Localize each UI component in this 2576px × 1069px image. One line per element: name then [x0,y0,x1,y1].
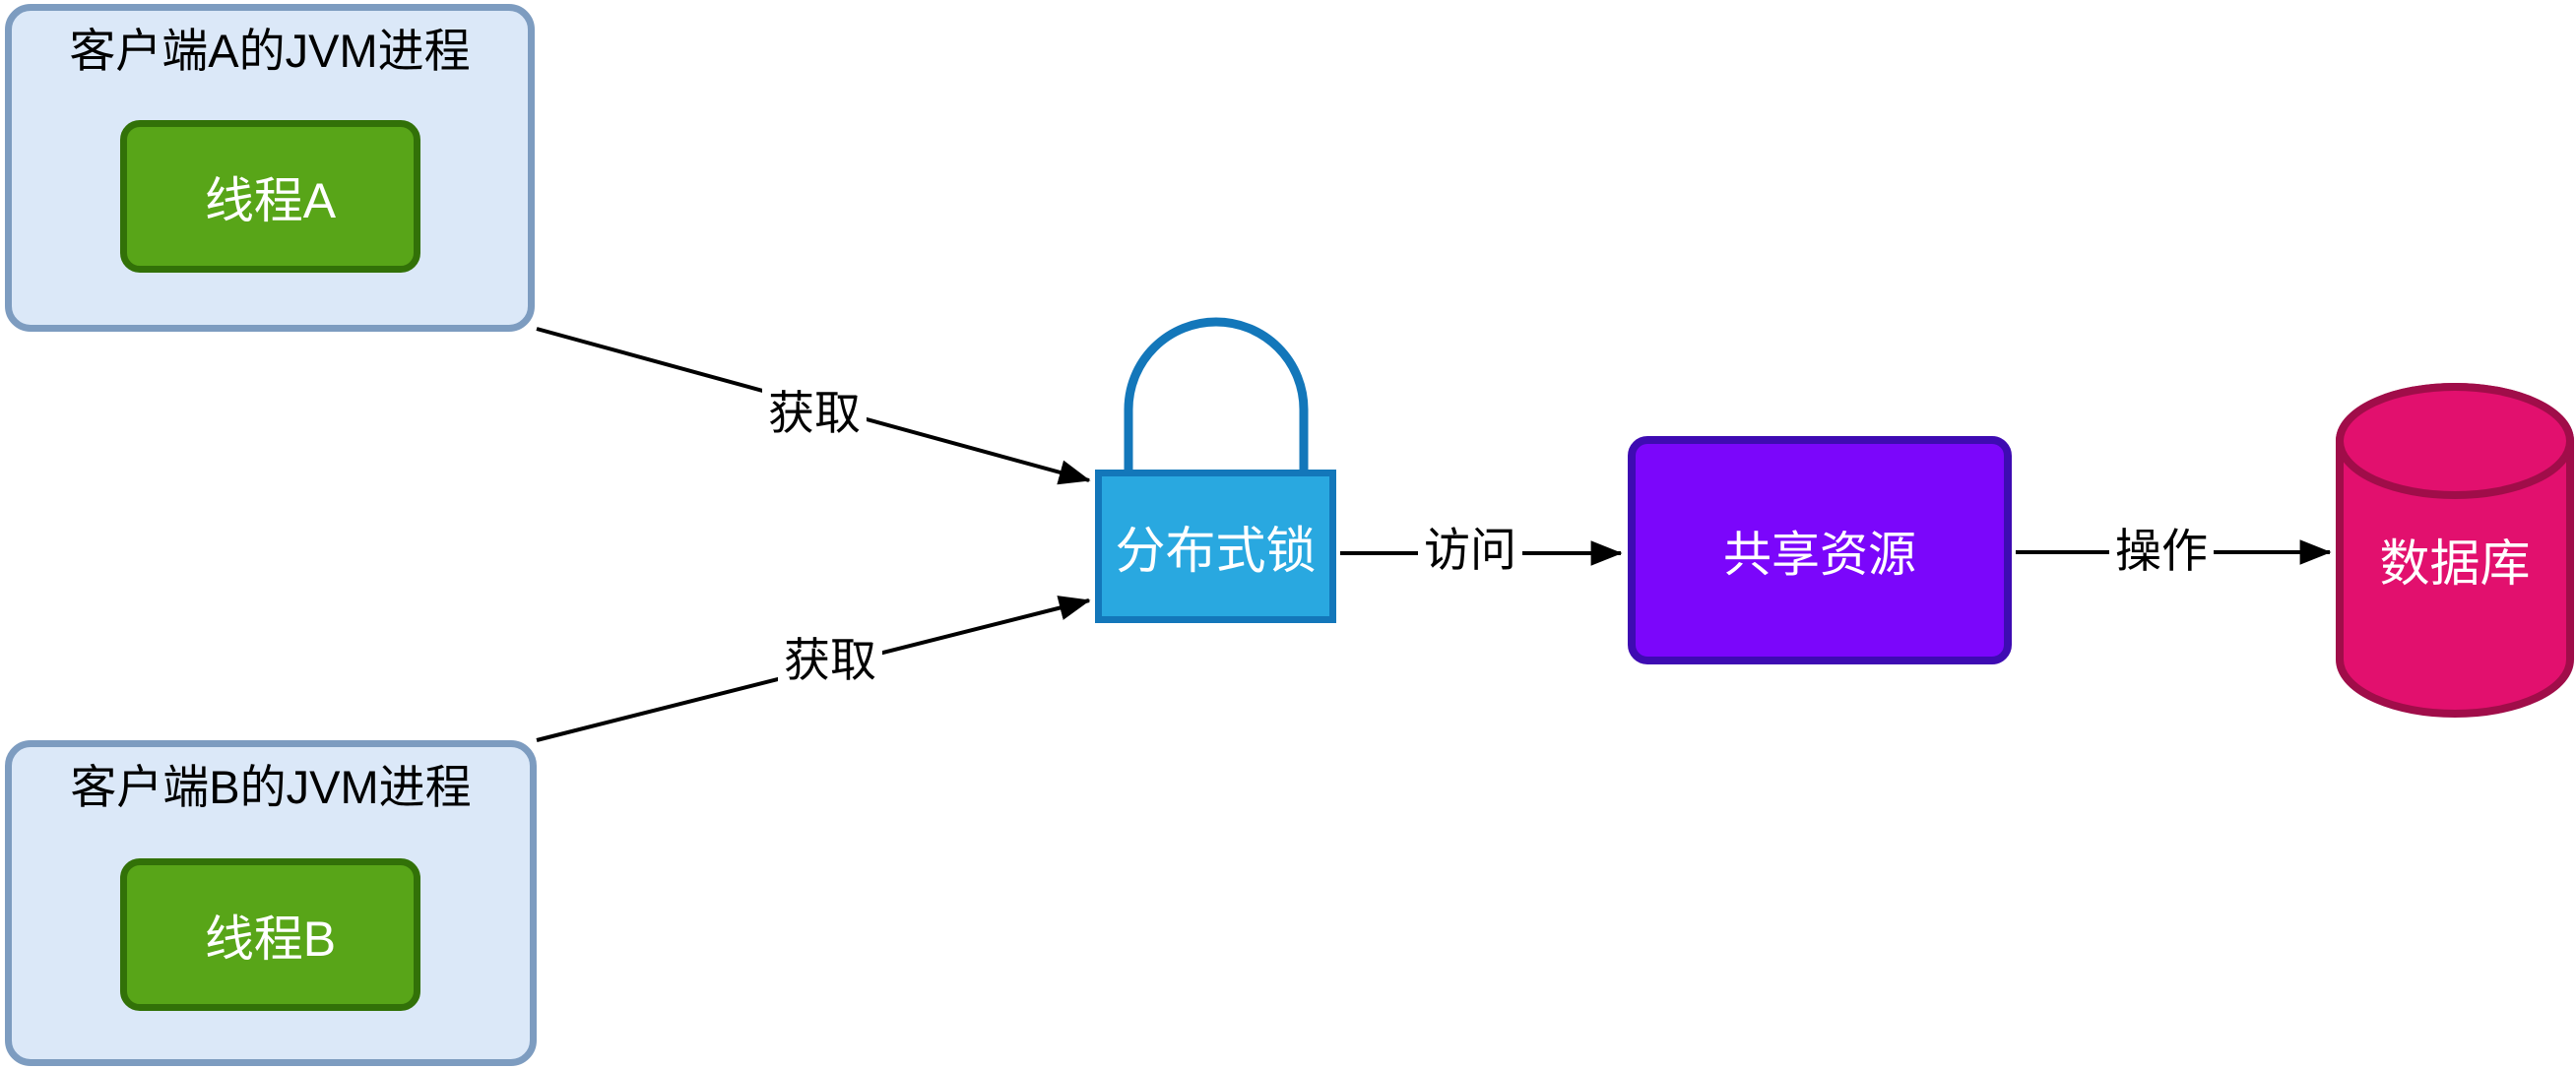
thread-b-label: 线程B [204,911,337,967]
padlock-shackle-icon [1124,317,1309,482]
edge-label-acquire-b: 获取 [778,633,882,688]
database-cylinder-icon [2336,383,2574,718]
edge-label-acquire-a: 获取 [762,386,867,441]
thread-b-node: 线程B [120,858,420,1011]
shared-resource-node: 共享资源 [1628,436,2012,664]
edge-label-operate: 操作 [2109,524,2214,579]
distributed-lock-node: 分布式锁 [1095,470,1336,623]
distributed-lock-label: 分布式锁 [1115,523,1317,579]
thread-a-node: 线程A [120,120,420,273]
shared-resource-label: 共享资源 [1722,528,1916,582]
database-node: 数据库 [2336,383,2574,718]
client-b-title: 客户端B的JVM进程 [70,761,472,813]
thread-a-label: 线程A [204,172,337,228]
client-a-title: 客户端A的JVM进程 [69,25,471,77]
database-label: 数据库 [2379,535,2531,592]
edge-label-access: 访问 [1418,523,1522,578]
